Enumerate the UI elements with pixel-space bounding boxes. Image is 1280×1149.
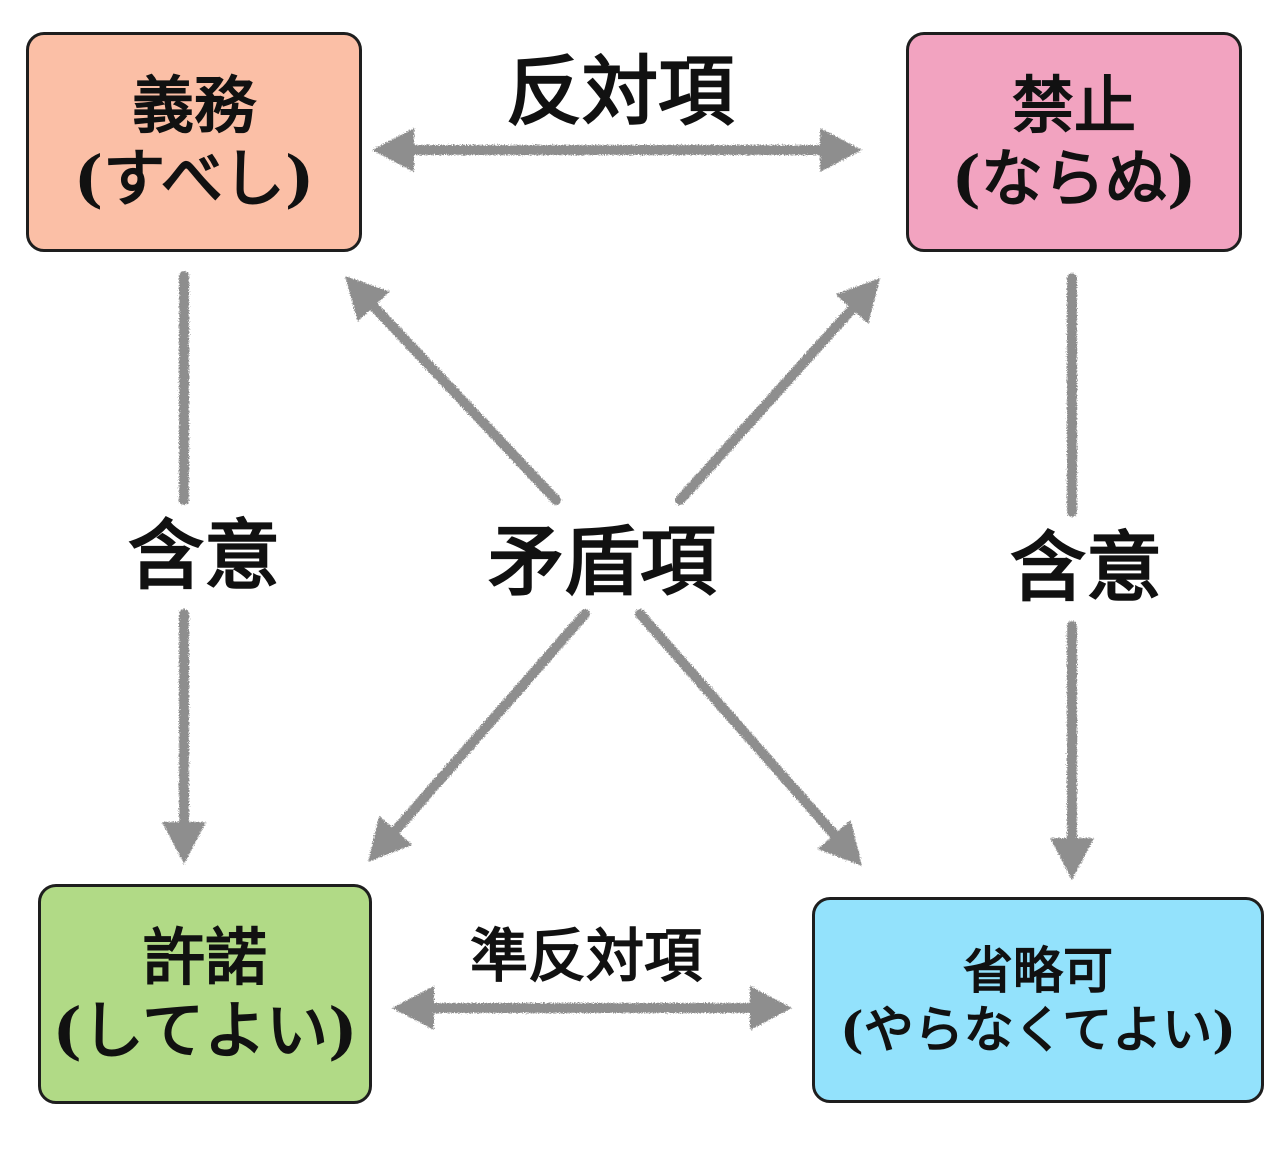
permission-box: 許諾 (してよい) (38, 884, 372, 1104)
prohibition-term: 禁止 (1011, 68, 1136, 142)
permission-term: 許諾 (142, 920, 267, 994)
obligation-box: 義務 (すべし) (26, 32, 362, 252)
contradictory-arrow-to-obligation-arrowhead-end (345, 276, 390, 322)
omissible-gloss: (やらなくてよい) (840, 1000, 1236, 1059)
omissible-term: 省略可 (963, 941, 1113, 1000)
implication-right-label: 含意 (1010, 523, 1162, 612)
prohibition-box: 禁止 (ならぬ) (906, 32, 1242, 252)
subcontrary-label: 準反対項 (469, 922, 703, 990)
contradictory-arrow-to-permission-arrowhead-end (368, 815, 413, 862)
contradictory-arrow-to-omissible-line (635, 609, 848, 849)
prohibition-gloss: (ならぬ) (951, 142, 1197, 215)
implication-left-arrow-arrowhead-end (162, 822, 206, 864)
contradictory-arrow-to-prohibition-arrowhead-end (835, 278, 880, 324)
obligation-term: 義務 (131, 68, 256, 142)
subcontrary-arrow-arrowhead-start (392, 986, 434, 1030)
omissible-box: 省略可 (やらなくてよい) (812, 897, 1264, 1103)
contradictory-label: 矛盾項 (488, 517, 716, 606)
contradictory-arrow-to-obligation-line (360, 292, 561, 505)
implication-right-arrow-arrowhead-end (1050, 838, 1094, 880)
contradictory-arrow-to-prohibition-line (675, 295, 865, 505)
contradictory-arrow-to-omissible-arrowhead-end (817, 819, 862, 866)
implication-left-label: 含意 (128, 511, 280, 600)
contradictory-arrow-to-permission-line (382, 609, 590, 845)
obligation-gloss: (すべし) (73, 142, 315, 215)
subcontrary-arrow-arrowhead-end (750, 986, 792, 1030)
contrary-arrow-arrowhead-end (820, 128, 862, 172)
contrary-label: 反対項 (506, 47, 734, 136)
contrary-arrow-arrowhead-start (372, 128, 414, 172)
permission-gloss: (してよい) (52, 994, 358, 1067)
